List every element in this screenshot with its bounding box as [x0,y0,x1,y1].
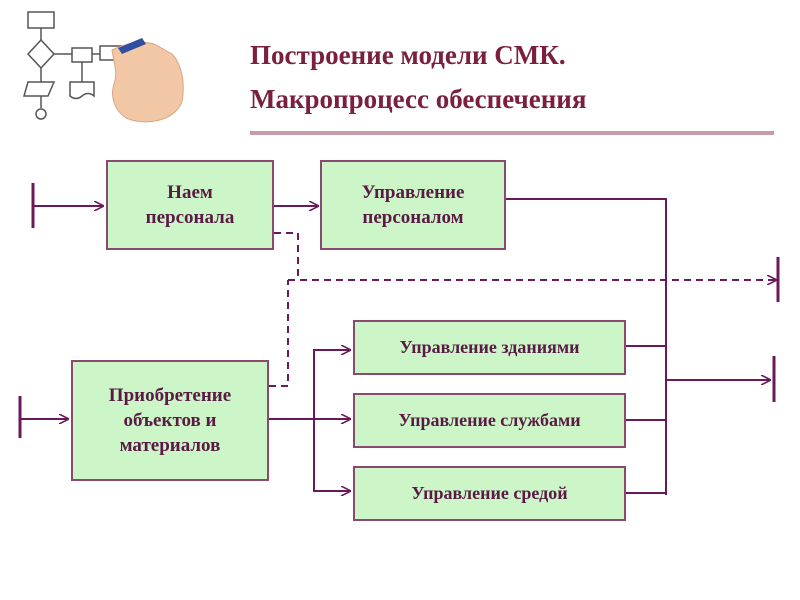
arrow-to-buildings [313,350,350,419]
page-title: Построение модели СМК. Макропроцесс обес… [250,33,780,121]
dashed-hiring-line [274,232,299,278]
box-procurement: Приобретение объектов и материалов [71,360,269,481]
box-environment-label: Управление средой [411,483,568,503]
box-services-management: Управление службами [353,393,626,448]
flowchart-hand-illustration [23,11,184,123]
box-hiring-label: Наем персонала [145,182,235,228]
title-line-2: Макропроцесс обеспечения [250,84,587,114]
title-divider [250,131,774,135]
box-hiring: Наем персонала [106,160,274,250]
box-services-label: Управление службами [398,410,581,430]
hand-shape [111,41,184,123]
arrow-to-environment [313,419,350,491]
box-buildings-label: Управление зданиями [399,337,580,357]
pen-shape [118,38,146,54]
box-personnel-management: Управление персоналом [320,160,506,250]
box-procurement-label: Приобретение объектов и материалов [108,385,232,456]
box-buildings-management: Управление зданиями [353,320,626,375]
dashed-procurement-line [269,280,289,387]
box-personnel-label: Управление персоналом [361,182,465,228]
title-line-1: Построение модели СМК. [250,40,566,70]
box-environment-management: Управление средой [353,466,626,521]
personnel-output-line [506,198,667,495]
